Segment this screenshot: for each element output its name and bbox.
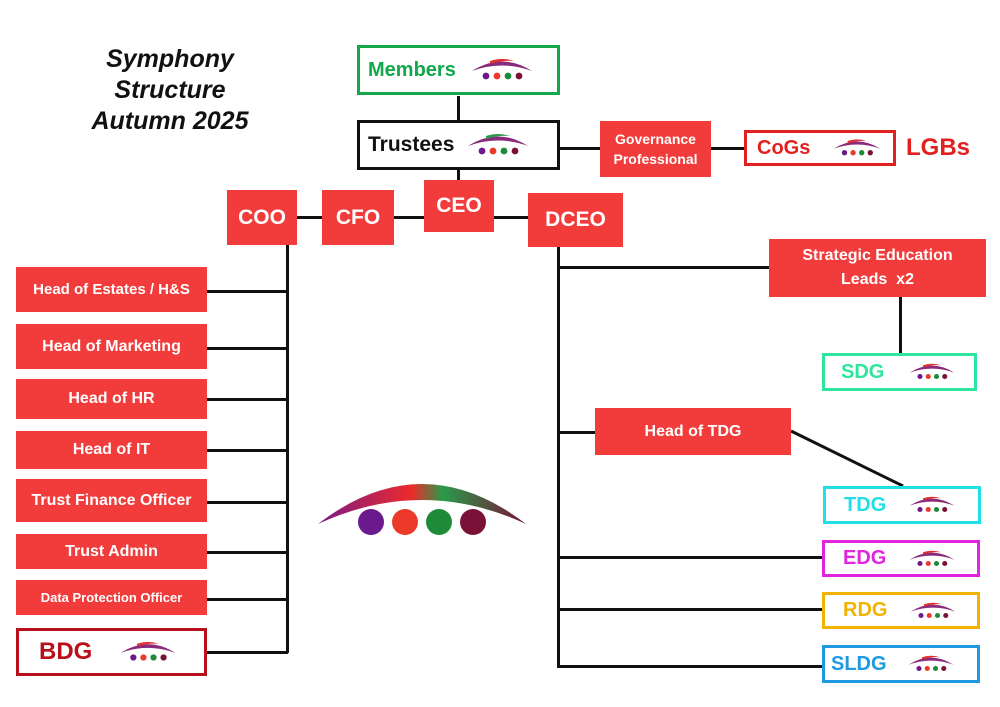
connector-coo-cfo bbox=[296, 216, 322, 219]
cogs-box: CoGs bbox=[744, 130, 896, 166]
symphony-logo-icon bbox=[470, 58, 534, 82]
symphony-logo-icon bbox=[908, 363, 956, 381]
head-of-marketing-label: Head of Marketing bbox=[42, 337, 181, 355]
branch-head-tdg bbox=[557, 431, 595, 434]
connector-members-trustees bbox=[457, 96, 460, 120]
governance-professional-box: Governance Professional bbox=[600, 121, 711, 177]
members-label: Members bbox=[368, 58, 456, 81]
branch-bdg bbox=[207, 651, 288, 654]
branch-hr bbox=[207, 398, 288, 401]
symphony-logo-icon bbox=[466, 133, 530, 157]
coo-box: COO bbox=[227, 190, 297, 245]
head-of-estates-box: Head of Estates / H&S bbox=[16, 267, 207, 312]
rdg-label: RDG bbox=[843, 599, 888, 621]
ceo-box: CEO bbox=[424, 180, 494, 232]
branch-estates bbox=[207, 290, 288, 293]
cfo-label: CFO bbox=[335, 205, 381, 229]
bdg-label: BDG bbox=[39, 638, 93, 665]
dceo-vertical-line bbox=[557, 246, 560, 668]
connector-ceo-dceo bbox=[494, 216, 528, 219]
strategic-education-leads-box: Strategic Education Leads x2 bbox=[769, 239, 986, 297]
trustees-label: Trustees bbox=[368, 133, 455, 156]
data-protection-officer-label: Data Protection Officer bbox=[40, 590, 183, 605]
rdg-box: RDG bbox=[822, 592, 980, 629]
ceo-label: CEO bbox=[436, 194, 482, 217]
symphony-large-logo-icon bbox=[316, 466, 528, 540]
coo-label: COO bbox=[238, 205, 286, 229]
chart-title: Symphony Structure Autumn 2025 bbox=[60, 44, 280, 137]
tdg-box: TDG bbox=[823, 486, 981, 524]
edg-box: EDG bbox=[822, 540, 980, 577]
symphony-logo-icon bbox=[907, 655, 955, 673]
branch-marketing bbox=[207, 347, 288, 350]
head-of-estates-label: Head of Estates / H&S bbox=[33, 281, 190, 298]
symphony-logo-icon bbox=[909, 602, 957, 620]
connector-governance-cogs bbox=[711, 147, 744, 150]
bdg-box: BDG bbox=[16, 628, 207, 676]
branch-it bbox=[207, 449, 288, 452]
branch-dpo bbox=[207, 598, 288, 601]
trust-finance-officer-label: Trust Finance Officer bbox=[31, 491, 192, 509]
branch-finance bbox=[207, 501, 288, 504]
governance-label: Governance Professional bbox=[613, 131, 698, 167]
branch-sldg bbox=[557, 665, 822, 668]
connector-trustees-governance bbox=[560, 147, 600, 150]
sdg-box: SDG bbox=[822, 353, 977, 391]
strategic-education-leads-label: Strategic Education Leads x2 bbox=[802, 247, 958, 288]
edg-label: EDG bbox=[843, 547, 887, 569]
sdg-label: SDG bbox=[841, 360, 885, 383]
sldg-label: SLDG bbox=[831, 652, 887, 675]
symphony-logo-icon bbox=[832, 138, 882, 158]
symphony-logo-icon bbox=[908, 550, 956, 568]
dceo-box: DCEO bbox=[528, 193, 623, 247]
lgbs-label: LGBs bbox=[906, 134, 971, 161]
title-line-2: Structure bbox=[114, 76, 226, 104]
branch-edg bbox=[557, 556, 822, 559]
title-line-3: Autumn 2025 bbox=[91, 107, 249, 135]
dceo-label: DCEO bbox=[545, 208, 606, 231]
branch-strategic bbox=[557, 266, 769, 269]
symphony-logo-icon bbox=[118, 641, 178, 663]
head-of-it-label: Head of IT bbox=[72, 441, 151, 458]
trust-finance-officer-box: Trust Finance Officer bbox=[16, 479, 207, 522]
trust-admin-box: Trust Admin bbox=[16, 534, 207, 569]
members-box: Members bbox=[357, 45, 560, 95]
head-of-tdg-label: Head of TDG bbox=[644, 422, 742, 440]
data-protection-officer-box: Data Protection Officer bbox=[16, 580, 207, 615]
connector-cfo-ceo bbox=[394, 216, 424, 219]
title-line-1: Symphony bbox=[106, 45, 234, 73]
connector-strategic-sdg bbox=[899, 297, 902, 353]
branch-rdg bbox=[557, 608, 822, 611]
connector-trustees-ceo bbox=[457, 170, 460, 180]
head-of-marketing-box: Head of Marketing bbox=[16, 324, 207, 369]
branch-admin bbox=[207, 551, 288, 554]
head-of-tdg-box: Head of TDG bbox=[595, 408, 791, 455]
head-of-it-box: Head of IT bbox=[16, 431, 207, 469]
symphony-logo-icon bbox=[908, 496, 956, 514]
trustees-box: Trustees bbox=[357, 120, 560, 170]
trust-admin-label: Trust Admin bbox=[65, 542, 158, 560]
cogs-label: CoGs bbox=[757, 136, 811, 159]
head-of-hr-box: Head of HR bbox=[16, 379, 207, 419]
head-of-hr-label: Head of HR bbox=[68, 390, 155, 407]
tdg-label: TDG bbox=[844, 493, 887, 516]
cfo-box: CFO bbox=[322, 190, 394, 245]
sldg-box: SLDG bbox=[822, 645, 980, 683]
